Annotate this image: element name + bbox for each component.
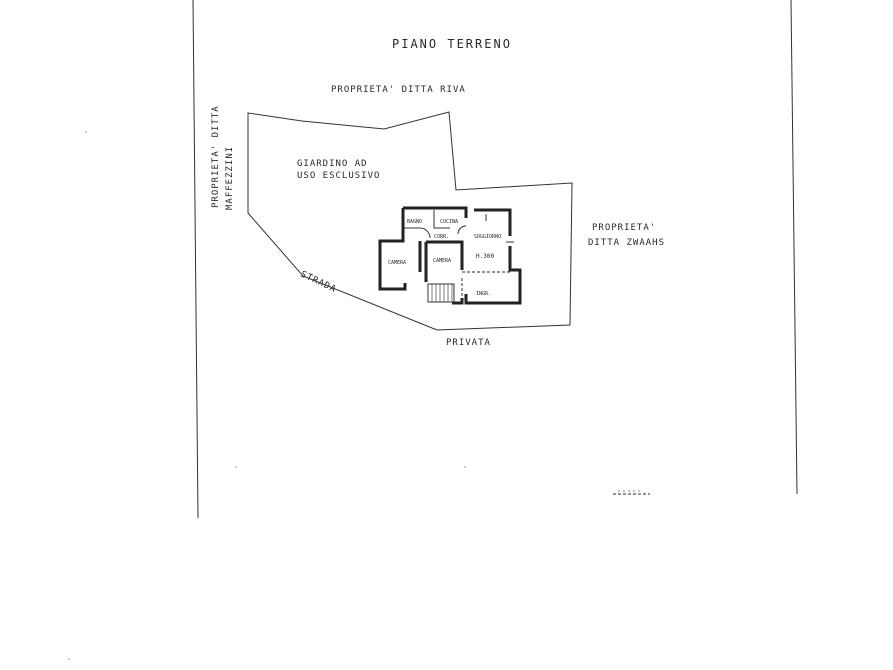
wall <box>378 208 407 291</box>
wall <box>426 240 464 270</box>
sheet-border-left <box>192 0 199 519</box>
speck <box>68 658 70 660</box>
wall <box>403 206 468 218</box>
wall <box>433 210 450 229</box>
north-neighbor-label: PROPRIETA' DITTA RIVA <box>331 85 466 95</box>
door-swing <box>457 225 467 235</box>
west-neighbor-label-2: MAFFEZZINI <box>225 146 235 210</box>
lot-boundary <box>247 111 573 331</box>
garden-label-2: USO ESCLUSIVO <box>297 171 380 181</box>
west-neighbor-label-1: PROPRIETA' DITTA <box>211 105 221 208</box>
room-bedroom1-label: CAMERA <box>388 260 406 266</box>
east-neighbor-label-1: PROPRIETA' <box>592 223 656 233</box>
room-kitchen-label: CUCINA <box>440 219 458 225</box>
east-neighbor-label-2: DITTA ZWAAHS <box>588 238 665 248</box>
speck <box>464 466 466 468</box>
scribble-mark <box>613 490 650 495</box>
wall <box>464 246 522 305</box>
speck <box>235 466 237 468</box>
room-corridor-label: CORR. <box>434 234 449 240</box>
room-living-label: SOGGIORNO <box>474 234 501 240</box>
road-label-2: PRIVATA <box>446 338 491 348</box>
room-height-label: H.300 <box>476 253 494 260</box>
road-label-1: STRADA <box>299 270 338 295</box>
room-bath-label: BAGNO <box>407 219 422 225</box>
building <box>378 206 522 305</box>
stair <box>427 283 455 303</box>
plan-title: PIANO TERRENO <box>392 37 512 51</box>
garden-label-1: GIARDINO AD <box>297 159 368 169</box>
room-entrance-label: INGR. <box>476 291 491 297</box>
room-bedroom2-label: CAMERA <box>433 258 451 264</box>
wall <box>474 208 512 236</box>
sheet-border-right <box>790 0 798 495</box>
door-swing <box>419 227 431 239</box>
speck <box>85 131 87 133</box>
